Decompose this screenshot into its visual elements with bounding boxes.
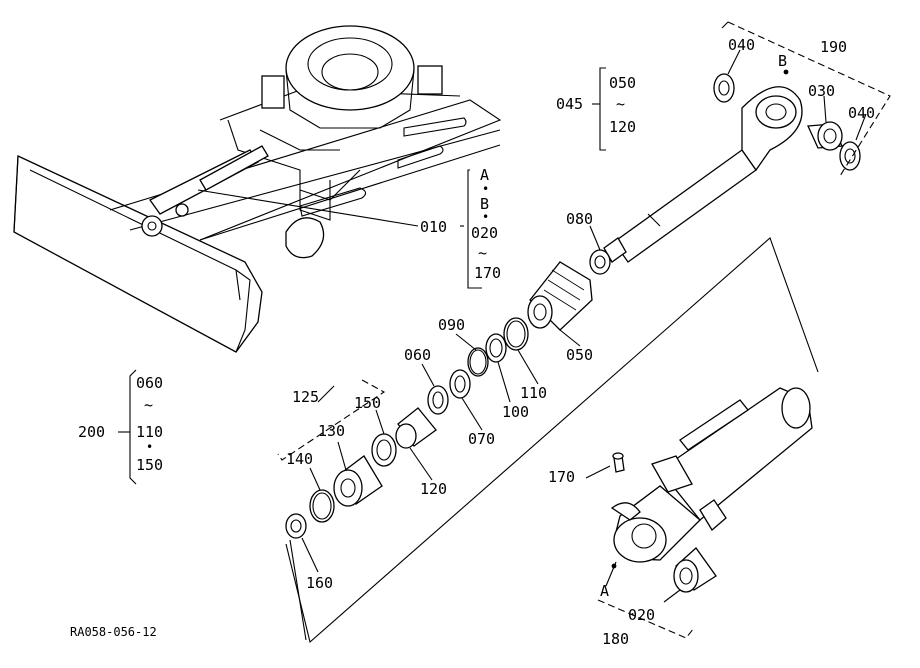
bushing-020 (673, 547, 717, 593)
label-060: 060 (404, 346, 431, 364)
label-020-range: 020 (471, 224, 498, 242)
label-dot-1: • (482, 182, 489, 196)
grease-nipple-170 (612, 452, 625, 473)
label-tilde-1: ~ (616, 95, 625, 113)
label-050-range: 050 (609, 74, 636, 92)
label-tilde-3: ~ (144, 396, 153, 414)
seal-040-right (839, 141, 861, 171)
label-100: 100 (502, 403, 529, 421)
cylinder-tube-180 (610, 387, 813, 563)
label-b-tag: B (480, 195, 489, 213)
label-090: 090 (438, 316, 465, 334)
cylinder-head-050 (527, 261, 593, 331)
label-140: 140 (286, 450, 313, 468)
label-200: 200 (78, 423, 105, 441)
machine-frame-illustration (13, 25, 502, 353)
point-b-marker (783, 69, 789, 75)
bushing-120 (395, 407, 437, 449)
label-170-range: 170 (474, 264, 501, 282)
label-110: 110 (520, 384, 547, 402)
label-040-right: 040 (848, 104, 875, 122)
label-070: 070 (468, 430, 495, 448)
ring-140 (309, 489, 335, 523)
label-030: 030 (808, 82, 835, 100)
label-dot-2: • (482, 210, 489, 224)
label-150: 150 (354, 394, 381, 412)
label-060-range: 060 (136, 374, 163, 392)
label-050: 050 (566, 346, 593, 364)
ring-070 (449, 369, 471, 399)
piston-rod-illustration (603, 86, 803, 263)
seal-080 (589, 249, 611, 275)
ring-060 (427, 385, 449, 415)
o-ring-090 (467, 347, 489, 377)
drawing-code: RA058-056-12 (70, 625, 157, 639)
label-120: 120 (420, 480, 447, 498)
leader-lines (118, 21, 891, 644)
label-dot-3: • (146, 440, 153, 454)
label-170: 170 (548, 468, 575, 486)
point-a-marker (611, 563, 617, 569)
label-040-top: 040 (728, 36, 755, 54)
label-120-range: 120 (609, 118, 636, 136)
label-130: 130 (318, 422, 345, 440)
seal-040-left (713, 73, 735, 103)
label-110-range: 110 (136, 423, 163, 441)
label-045: 045 (556, 95, 583, 113)
label-tilde-2: ~ (478, 244, 487, 262)
label-160: 160 (306, 574, 333, 592)
label-180: 180 (602, 630, 629, 648)
label-b-top: B (778, 52, 787, 70)
o-ring-110 (503, 317, 529, 351)
bushing-030 (807, 121, 843, 151)
piston-130 (333, 455, 383, 507)
label-150-range: 150 (136, 456, 163, 474)
label-080: 080 (566, 210, 593, 228)
label-010: 010 (420, 218, 447, 236)
label-190: 190 (820, 38, 847, 56)
label-a-tag: A (480, 166, 489, 184)
label-a-bottom: A (600, 582, 609, 600)
seal-150 (371, 433, 397, 467)
label-020: 020 (628, 606, 655, 624)
backup-ring-100 (485, 333, 507, 363)
nut-160 (285, 513, 307, 539)
label-125: 125 (292, 388, 319, 406)
